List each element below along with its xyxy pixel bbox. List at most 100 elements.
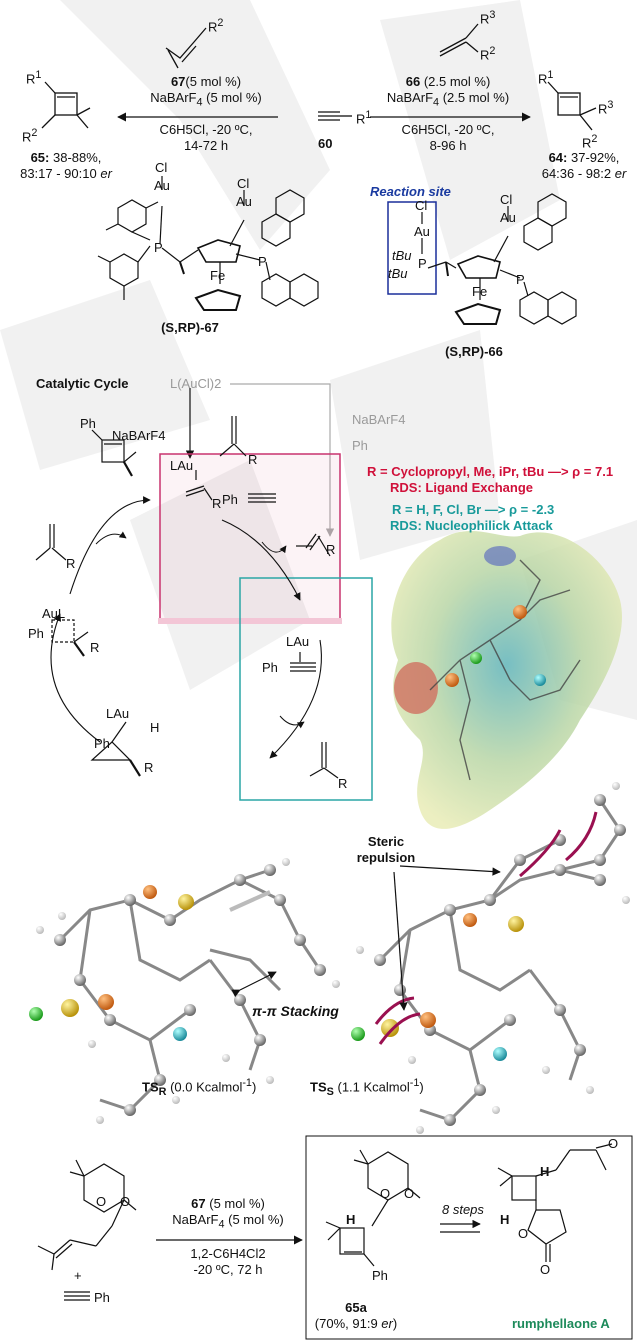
right-cond-additive: NaBArF4 (2.5 mol %) xyxy=(386,90,510,109)
right-cond-time: 8-96 h xyxy=(429,138,467,153)
nucleophilic-attack-box xyxy=(239,577,373,801)
bottom-cond-solvent: 1,2-C6H4Cl2 xyxy=(190,1246,266,1261)
left-cond-solvent: C6H5Cl, -20 ºC, xyxy=(159,122,253,137)
red-rds-note: RDS: Ligand Exchange xyxy=(390,480,534,495)
ts-s-label: TSS (1.1 Kcalmol-1) xyxy=(310,1077,424,1098)
cycle-title: Catalytic Cycle xyxy=(36,376,129,391)
alkene-r3: R xyxy=(66,556,76,571)
watermark xyxy=(0,0,637,720)
product-h: H xyxy=(346,1212,356,1227)
teal-substituent-note: R = H, F, Cl, Br —> ρ = -2.3 xyxy=(392,502,555,517)
natural-product-name: rumphellaone A xyxy=(512,1316,610,1331)
catalyst-66-structure xyxy=(421,193,577,325)
product-box xyxy=(305,1135,633,1340)
cat66-p2: P xyxy=(516,272,525,287)
alkyne-lau: LAu xyxy=(286,634,310,649)
vinyl-r: R xyxy=(212,496,222,511)
cycle-product-ph: Ph xyxy=(80,416,96,431)
left-product-yield: 65: 38-88%, xyxy=(30,150,102,165)
cycle-ph-2: Ph xyxy=(28,626,44,641)
cation-ph: Ph xyxy=(94,736,110,751)
left-product-er: 83:17 - 90:10 er xyxy=(20,166,112,181)
cyclobutene-64 xyxy=(547,81,597,131)
alkyne-ph-2: Ph xyxy=(262,660,278,675)
right-cond-catalyst: 66 (2.5 mol %) xyxy=(405,74,491,89)
reaction-site-label: Reaction site xyxy=(370,184,451,199)
cat66-p1: P xyxy=(418,256,427,271)
ts-r-label: TSR (0.0 Kcalmol-1) xyxy=(142,1077,257,1098)
substrate-dioxane xyxy=(37,1159,137,1301)
rumph-o3: O xyxy=(608,1136,619,1151)
product-o2: O xyxy=(404,1186,415,1201)
alkyne-r1: R1 xyxy=(356,109,372,127)
left-product-r2: R2 xyxy=(22,127,38,145)
right-cond-solvent: C6H5Cl, -20 ºC, xyxy=(401,122,495,137)
cat67-au1: Au xyxy=(154,178,170,193)
right-product-r1: R1 xyxy=(538,69,554,87)
rumph-o1: O xyxy=(518,1226,529,1241)
cat66-tbu1: tBu xyxy=(392,248,412,263)
esp-surface-model xyxy=(391,530,622,829)
cation-r: R xyxy=(144,760,154,775)
product-id: 65a xyxy=(345,1300,367,1315)
right-substrate-r3: R3 xyxy=(480,9,496,27)
left-cond-additive: NaBArF4 (5 mol %) xyxy=(150,90,262,109)
product-65a xyxy=(325,1149,421,1267)
product-ph: Ph xyxy=(372,1268,388,1283)
left-product-r1: R1 xyxy=(26,69,42,87)
cat66-au1: Au xyxy=(414,224,430,239)
bottom-cond-cat: 67 (5 mol %) xyxy=(191,1196,265,1211)
cat67-fe: Fe xyxy=(210,268,226,283)
alkene-r2: R xyxy=(326,542,336,557)
left-substrate-r2: R2 xyxy=(208,17,224,35)
steric-label-2: repulsion xyxy=(356,850,416,865)
cat66-cl2: Cl xyxy=(500,192,513,207)
right-product-r3: R3 xyxy=(598,99,614,117)
cycle-aul: AuL xyxy=(42,606,66,621)
steric-repulsion-arcs xyxy=(374,811,598,1045)
ligand-exchange-box xyxy=(159,453,341,623)
ts-r-model xyxy=(29,858,340,1124)
right-product-yield: 64: 37-92%, xyxy=(548,150,620,165)
bottom-cond-additive: NaBArF4 (5 mol %) xyxy=(172,1212,284,1231)
ts-s-model xyxy=(351,782,630,1134)
eight-steps: 8 steps xyxy=(442,1202,484,1217)
pi-stacking-arrow xyxy=(231,971,277,998)
right-substrate-r2: R2 xyxy=(480,45,496,63)
right-product-r2: R2 xyxy=(582,133,598,151)
cat67-p2: P xyxy=(258,254,267,269)
cycle-alkene-r1: R xyxy=(248,452,258,467)
right-product-er: 64:36 - 98:2 er xyxy=(541,166,627,181)
rumph-o2: O xyxy=(540,1262,551,1277)
phenylacetylene-gray: Ph xyxy=(352,438,368,453)
cat67-label: (S,RP)-67 xyxy=(161,320,219,335)
catalyst-67-structure xyxy=(97,176,319,311)
steric-label-1: Steric xyxy=(367,834,405,849)
vinyl-lau: LAu xyxy=(170,458,194,473)
activator: NaBArF4 xyxy=(112,428,166,443)
precat-gray-path xyxy=(230,383,335,537)
left-alkene-bond xyxy=(165,27,207,59)
cat67-p1: P xyxy=(154,240,163,255)
cycle-r-2: R xyxy=(90,640,100,655)
alkene-r4: R xyxy=(338,776,348,791)
reaction-site-box xyxy=(387,201,437,295)
cat67-cl2: Cl xyxy=(237,176,250,191)
substrate-o1: O xyxy=(96,1194,107,1209)
cation-lau: LAu xyxy=(106,706,130,721)
left-cond-catalyst: 67(5 mol %) xyxy=(170,74,242,89)
teal-rds-note: RDS: Nucleophilick Attack xyxy=(390,518,553,533)
pi-stacking-label: π-π Stacking xyxy=(252,1003,339,1019)
cat66-au2: Au xyxy=(500,210,516,225)
alkyne-ph-1: Ph xyxy=(222,492,238,507)
bottom-cond-temp: -20 ºC, 72 h xyxy=(193,1262,263,1277)
rumphellaone-structure xyxy=(497,1143,613,1262)
substrate-o2: O xyxy=(120,1194,131,1209)
red-substituent-note: R = Cyclopropyl, Me, iPr, tBu —> ρ = 7.1 xyxy=(367,464,614,479)
product-yield: (70%, 91:9 er) xyxy=(314,1316,398,1331)
activator-gray: NaBArF4 xyxy=(352,412,406,427)
plus-sign: + xyxy=(74,1268,82,1283)
cat66-fe: Fe xyxy=(472,284,488,299)
cat66-label: (S,RP)-66 xyxy=(445,344,503,359)
